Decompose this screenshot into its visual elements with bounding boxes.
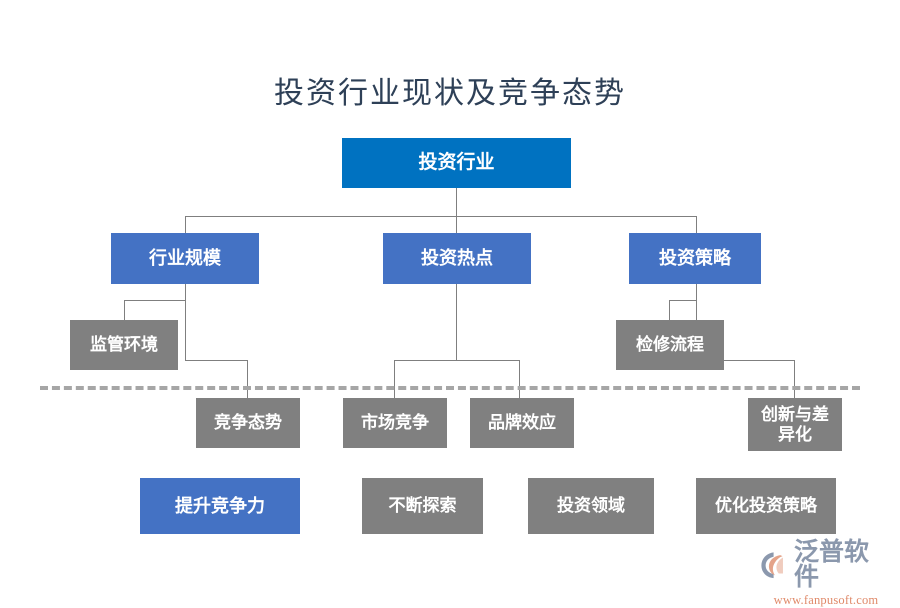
node-label: 投资策略 — [659, 248, 731, 269]
node-label: 投资热点 — [421, 248, 493, 269]
node-industry-scale[interactable]: 行业规模 — [111, 233, 259, 284]
node-root-investment-industry[interactable]: 投资行业 — [342, 138, 571, 188]
logo-url: www.fanpusoft.com — [773, 593, 879, 607]
logo-wordmark: 泛普软件 — [794, 539, 870, 591]
node-label: 监管环境 — [90, 335, 158, 355]
connector-bus-industry-scale — [124, 300, 186, 301]
connector-drop-level2-1 — [185, 216, 186, 233]
connector-bus-investment-strategy — [669, 300, 697, 301]
node-optimize-investment-strategy[interactable]: 优化投资策略 — [696, 478, 836, 534]
node-market-competition[interactable]: 市场竞争 — [343, 398, 447, 448]
node-maintenance-process[interactable]: 检修流程 — [616, 320, 724, 370]
connector-drop-level2-3 — [696, 216, 697, 233]
node-label: 品牌效应 — [488, 413, 556, 433]
node-label: 提升竞争力 — [175, 495, 265, 516]
node-label: 竞争态势 — [214, 413, 282, 433]
node-competition-trend[interactable]: 竞争态势 — [196, 398, 300, 448]
node-continuous-exploration[interactable]: 不断探索 — [362, 478, 483, 534]
connector-drop-level2-2 — [456, 216, 457, 233]
brand-logo: 泛普软件 www.fanpusoft.com — [760, 540, 892, 607]
fanpu-logo-icon — [760, 550, 790, 580]
node-brand-effect[interactable]: 品牌效应 — [470, 398, 574, 448]
node-label: 投资领域 — [557, 496, 625, 516]
connector-drop-regulatory — [124, 300, 125, 320]
connector-bus-investment-hotspot — [394, 360, 519, 361]
node-label: 创新与差异化 — [761, 405, 829, 444]
node-investment-strategy[interactable]: 投资策略 — [629, 233, 761, 284]
connector-stem-industry-scale — [185, 284, 186, 300]
connector-bus-competition-trend — [185, 360, 248, 361]
connector-bus-innovation — [696, 360, 795, 361]
node-regulatory-environment[interactable]: 监管环境 — [70, 320, 178, 370]
node-label: 优化投资策略 — [715, 496, 817, 516]
connector-drop-brand-effect — [519, 360, 520, 398]
connector-drop-market-competition — [394, 360, 395, 398]
page-title: 投资行业现状及竞争态势 — [274, 77, 626, 110]
connector-level2-bus — [185, 216, 696, 217]
connector-stem-investment-strategy — [696, 284, 697, 300]
connector-drop-competition-trend — [247, 360, 248, 398]
dashed-separator — [40, 386, 860, 390]
node-investment-field[interactable]: 投资领域 — [528, 478, 654, 534]
node-label: 市场竞争 — [361, 413, 429, 433]
node-enhance-competitiveness[interactable]: 提升竞争力 — [140, 478, 300, 534]
node-innovation-differentiation[interactable]: 创新与差异化 — [748, 398, 842, 451]
node-label: 不断探索 — [388, 496, 457, 516]
node-investment-hotspot[interactable]: 投资热点 — [383, 233, 531, 284]
connector-root-stem — [456, 188, 457, 216]
connector-drop-innovation — [794, 360, 795, 398]
logo-row: 泛普软件 — [760, 540, 892, 590]
node-label: 检修流程 — [636, 335, 704, 355]
connector-stem-industry-scale-2 — [185, 300, 186, 360]
node-label: 投资行业 — [418, 152, 495, 174]
connector-drop-maintenance — [669, 300, 670, 320]
node-label: 行业规模 — [149, 248, 221, 269]
connector-stem-investment-hotspot — [456, 284, 457, 360]
